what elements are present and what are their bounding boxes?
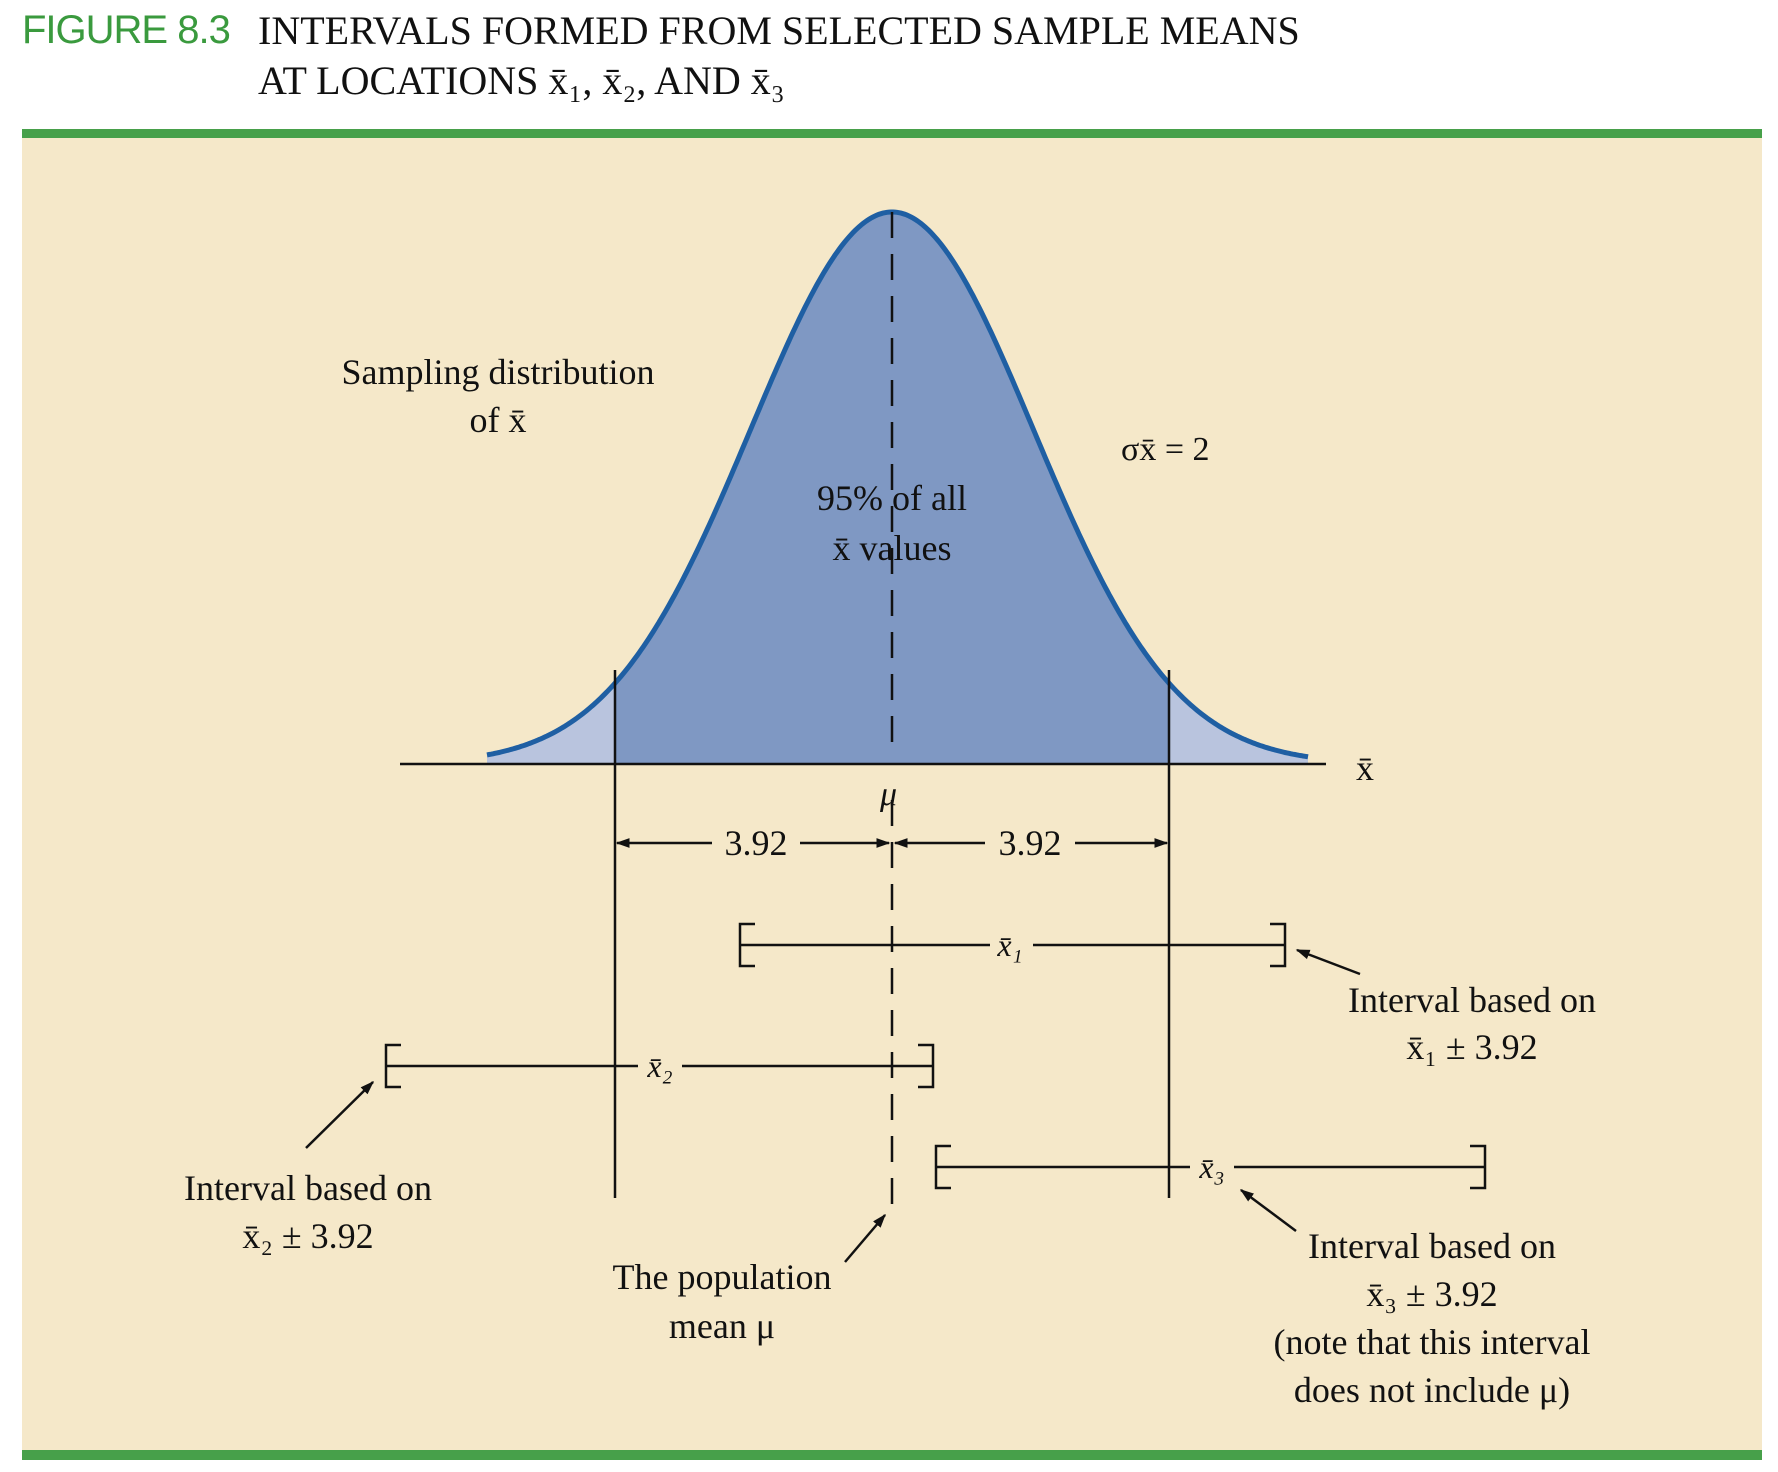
figure-number: FIGURE 8.3: [22, 8, 231, 52]
normal-curve: [486, 209, 1309, 760]
figure-header: FIGURE 8.3 INTERVALS FORMED FROM SELECTE…: [22, 8, 1762, 123]
callout-1-line2: x̄₁ ± 3.92: [1406, 1027, 1537, 1067]
sigma-label: σx̄ = 2: [1121, 431, 1210, 468]
callout-3-arrow: [1239, 1188, 1297, 1233]
interval-3-right-bracket: [1470, 1144, 1487, 1190]
callout-2-line1: Interval based on: [184, 1168, 432, 1208]
interval-2: x̄₂: [384, 1043, 935, 1089]
center-label-line1: 95% of all: [817, 478, 967, 518]
mu-label: μ: [879, 776, 897, 813]
margin-right-label: 3.92: [999, 823, 1062, 863]
callout-3-line3: (note that this interval: [1274, 1322, 1591, 1362]
sampling-label-line2: of x̄: [470, 400, 527, 440]
callout-3-line2: x̄₃ ± 3.92: [1366, 1274, 1497, 1314]
callout-2-arrow: [305, 1081, 374, 1149]
left-tail-area: [487, 683, 615, 764]
callout-3-line4: does not include μ): [1294, 1370, 1570, 1410]
callout-3-line1: Interval based on: [1308, 1226, 1556, 1266]
population-mean-arrow: [844, 1213, 886, 1263]
interval-1-right-bracket: [1270, 922, 1287, 968]
xbar2-label: x̄₂: [646, 1048, 672, 1084]
callout-1-line1: Interval based on: [1348, 980, 1596, 1020]
interval-2-right-bracket: [918, 1043, 935, 1089]
figure-title-line1: INTERVALS FORMED FROM SELECTED SAMPLE ME…: [258, 8, 1300, 53]
axis-label: x̄: [1356, 748, 1374, 788]
population-line2: mean μ: [669, 1306, 775, 1346]
center-label-line2: x̄ values: [833, 528, 952, 568]
xbar1-label: x̄₁: [996, 927, 1022, 963]
sampling-label-line1: Sampling distribution: [341, 352, 654, 392]
xbar3-label: x̄₃: [1198, 1149, 1224, 1185]
top-rule: [22, 129, 1762, 138]
interval-3: x̄₃: [934, 1144, 1487, 1190]
figure-title-line2: AT LOCATIONS x̄₁, x̄₂, AND x̄₃: [258, 58, 785, 103]
right-tail-area: [1169, 683, 1308, 764]
callout-1-arrow: [1295, 948, 1361, 976]
callout-2-line2: x̄₂ ± 3.92: [242, 1216, 373, 1256]
margin-left-label: 3.92: [725, 823, 788, 863]
figure-title: INTERVALS FORMED FROM SELECTED SAMPLE ME…: [258, 6, 1300, 106]
bottom-rule: [22, 1450, 1762, 1460]
population-line1: The population: [613, 1257, 832, 1297]
interval-1: x̄₁: [738, 922, 1287, 968]
